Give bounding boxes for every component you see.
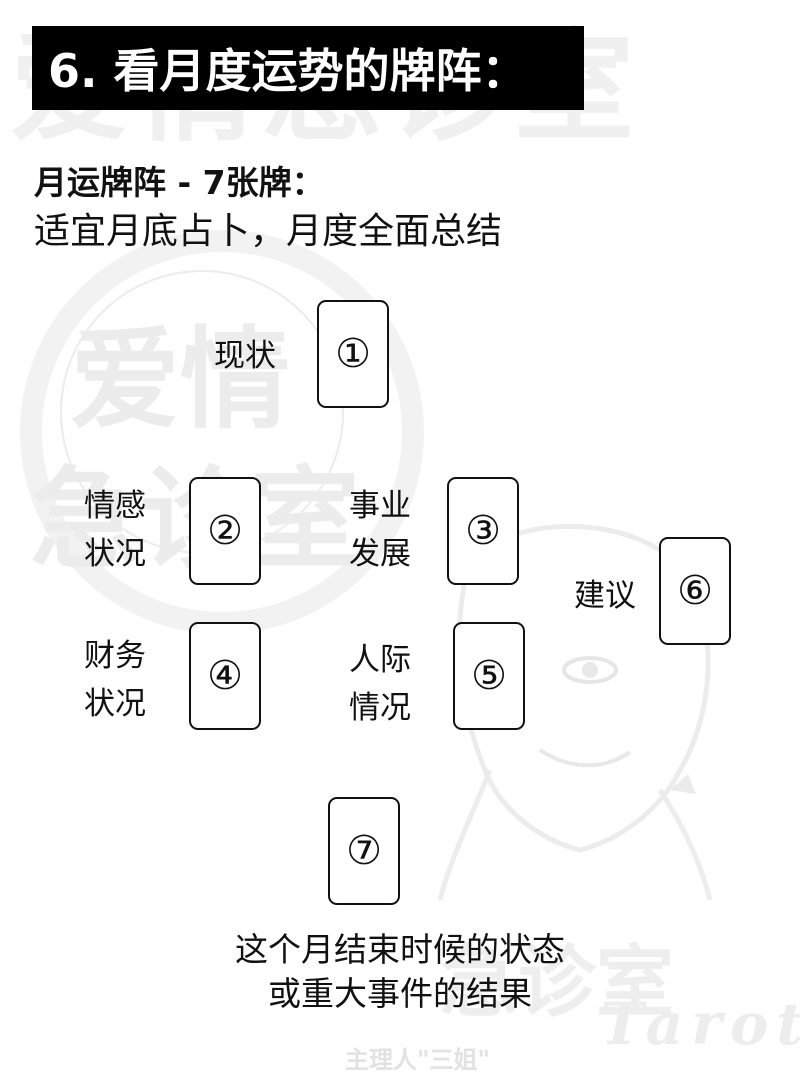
card-6-label: 建议 bbox=[574, 572, 636, 620]
card-5-label: 人际 情况 bbox=[349, 636, 411, 732]
page-title: 6. 看月度运势的牌阵： bbox=[48, 44, 528, 98]
card-4-label: 财务 状况 bbox=[84, 632, 146, 728]
card-2-number: ② bbox=[207, 508, 243, 554]
card-7: ⑦ bbox=[328, 797, 400, 905]
card-2-label-line-1: 情感 bbox=[84, 488, 146, 524]
spread-subtitle: 月运牌阵 - 7张牌： bbox=[34, 163, 325, 202]
card-7-number: ⑦ bbox=[346, 828, 382, 874]
card-3-label-line-1: 事业 bbox=[349, 488, 411, 524]
card-4-number: ④ bbox=[207, 653, 243, 699]
card-4: ④ bbox=[189, 622, 261, 730]
card-5-label-line-1: 人际 bbox=[349, 642, 411, 678]
spread-description: 适宜月底占卜，月度全面总结 bbox=[34, 211, 503, 252]
card-1-label: 现状 bbox=[214, 332, 276, 380]
card-6-number: ⑥ bbox=[677, 568, 713, 614]
card-7-caption-line-1: 这个月结束时候的状态 bbox=[235, 930, 565, 969]
card-5-label-line-2: 情况 bbox=[349, 690, 411, 726]
card-3: ③ bbox=[447, 477, 519, 585]
card-2-label: 情感 状况 bbox=[84, 482, 146, 578]
card-5-number: ⑤ bbox=[471, 653, 507, 699]
card-4-label-line-2: 状况 bbox=[84, 686, 146, 722]
watermark-signature: 主理人"三姐" bbox=[345, 1045, 491, 1074]
card-2: ② bbox=[189, 477, 261, 585]
card-4-label-line-1: 财务 bbox=[84, 638, 146, 674]
card-7-caption-line-2: 或重大事件的结果 bbox=[268, 974, 532, 1013]
card-3-label-line-2: 发展 bbox=[349, 536, 411, 572]
card-5: ⑤ bbox=[453, 622, 525, 730]
card-6-label-line: 建议 bbox=[574, 578, 636, 614]
card-1: ① bbox=[317, 300, 389, 408]
card-2-label-line-2: 状况 bbox=[84, 536, 146, 572]
card-3-label: 事业 发展 bbox=[349, 482, 411, 578]
title-banner: 6. 看月度运势的牌阵： bbox=[32, 26, 584, 110]
card-1-label-line: 现状 bbox=[214, 338, 276, 374]
card-1-number: ① bbox=[335, 331, 371, 377]
card-6: ⑥ bbox=[659, 537, 731, 645]
card-3-number: ③ bbox=[465, 508, 501, 554]
